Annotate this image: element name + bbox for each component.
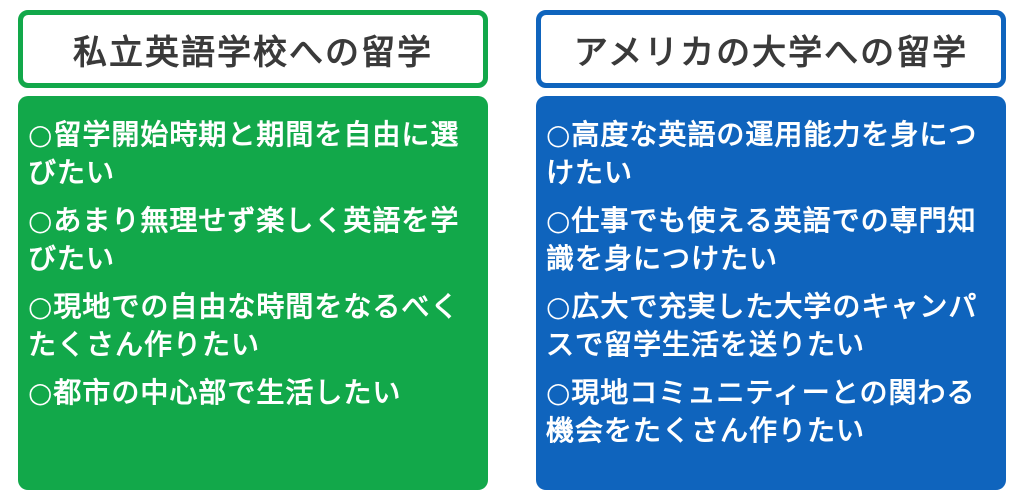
private-english-school-header: 私立英語学校への留学 (18, 10, 488, 88)
list-item: ○広大で充実した大学のキャンパスで留学生活を送りたい (546, 290, 978, 361)
list-item: ○高度な英語の運用能力を身につけたい (546, 118, 978, 189)
list-item: ○仕事でも使える英語での専門知識を身につけたい (546, 204, 977, 275)
private-english-school-column: 私立英語学校への留学 ○留学開始時期と期間を自由に選びたい ○あまり無理せず楽し… (18, 10, 488, 490)
list-item: ○留学開始時期と期間を自由に選びたい (28, 118, 460, 189)
us-university-column: アメリカの大学への留学 ○高度な英語の運用能力を身につけたい ○仕事でも使える英… (536, 10, 1006, 490)
list-item: ○現地での自由な時間をなるべくたくさん作りたい (28, 290, 460, 361)
list-item: ○現地コミュニティーとの関わる機会をたくさん作りたい (546, 376, 976, 447)
us-university-title: アメリカの大学への留学 (573, 32, 969, 73)
us-university-points: ○高度な英語の運用能力を身につけたい ○仕事でも使える英語での専門知識を身につけ… (536, 96, 1006, 490)
list-item: ○都市の中心部で生活したい (28, 376, 402, 409)
private-english-school-points: ○留学開始時期と期間を自由に選びたい ○あまり無理せず楽しく英語を学びたい ○現… (18, 96, 488, 490)
private-english-school-title: 私立英語学校への留学 (73, 32, 433, 73)
us-university-header: アメリカの大学への留学 (536, 10, 1006, 88)
list-item: ○あまり無理せず楽しく英語を学びたい (28, 204, 460, 275)
